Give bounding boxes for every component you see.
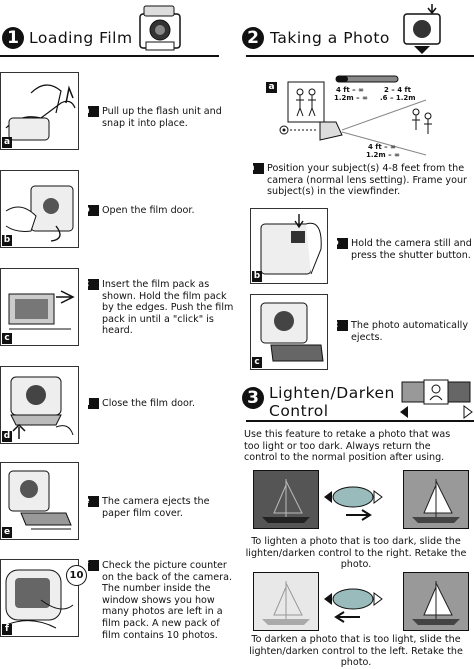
caption-lighten: To lighten a photo that is too dark, sli… [245, 536, 467, 571]
section-1-number: 1 [2, 27, 24, 49]
load-step-c-text: Insert the film pack as shown. Hold the … [102, 279, 234, 337]
load-step-e-text: The camera ejects the paper film cover. [102, 496, 210, 519]
eject-letter-c: c [252, 357, 262, 368]
camera-header-icon [139, 5, 181, 51]
section-2-rule [246, 55, 474, 57]
section-3-title-line2: Control [269, 402, 329, 420]
step-badge-c: c [84, 279, 99, 290]
shutter-letter-b: b [252, 271, 262, 282]
step-badge-b: b [83, 205, 99, 216]
range-far-bottom: 1.2m – ∞ [334, 94, 368, 102]
step-badge-e: e [83, 496, 99, 507]
photo-step-badge-a: a [248, 163, 264, 174]
load-step-f-text: Check the picture counter on the back of… [102, 560, 233, 641]
illustration-letter-b: b [2, 235, 12, 246]
photo-too-light [253, 572, 319, 631]
section-1-title: Loading Film [29, 29, 133, 47]
camera-shutter-header-icon [403, 4, 441, 54]
illustration-step-c: c [0, 268, 79, 346]
picture-counter-badge: 10 [66, 565, 87, 586]
photo-step-badge-c: c [333, 320, 348, 331]
photo-step-b-text: Hold the camera still and press the shut… [351, 238, 472, 261]
illustration-shutter-press: b [250, 208, 328, 284]
section-3-title-line1: Lighten/Darken [269, 384, 395, 402]
section-2-title: Taking a Photo [270, 29, 390, 47]
range-near-bottom: .6 – 1.2m [380, 94, 416, 102]
caption-darken: To darken a photo that is too light, sli… [249, 634, 463, 669]
diagram-letter-a: a [266, 82, 277, 93]
load-step-a-text: Pull up the flash unit and snap it into … [102, 106, 222, 129]
lighten-darken-intro: Use this feature to retake a photo that … [244, 429, 451, 464]
range-near-top: 2 – 4 ft [384, 86, 411, 94]
illustration-step-a: a [0, 72, 79, 150]
section-3-number: 3 [242, 387, 264, 409]
photo-corrected-light [403, 470, 469, 529]
illustration-step-b: b [0, 170, 79, 248]
illustration-step-e: e [0, 462, 79, 540]
range-lower-bottom: 1.2m – ∞ [366, 151, 400, 159]
step-badge-a: a [83, 106, 99, 117]
illustration-letter-e: e [2, 527, 12, 538]
section-1-rule [0, 55, 219, 57]
range-far-top: 4 ft – ∞ [336, 86, 364, 94]
slider-right-icon [324, 486, 383, 521]
illustration-letter-c: c [2, 333, 12, 344]
section-3-rule [246, 420, 474, 422]
photo-step-c-text: The photo automatically ejects. [351, 320, 469, 343]
illustration-letter-d: d [2, 431, 12, 442]
illustration-letter-f: f [2, 624, 12, 635]
photo-step-a-text: Position your subject(s) 4-8 feet from t… [267, 163, 467, 198]
range-lower-top: 4 ft – ∞ [368, 143, 396, 151]
photo-too-dark [253, 470, 319, 529]
illustration-letter-a: a [2, 137, 12, 148]
lighten-darken-icon [400, 379, 473, 419]
illustration-step-d: d [0, 366, 79, 444]
illustration-step-f: f [0, 559, 79, 637]
focus-range-diagram [279, 75, 432, 156]
step-badge-f: f [85, 560, 99, 571]
load-step-b-text: Open the film door. [102, 205, 195, 216]
slider-left-icon [324, 588, 383, 623]
section-2-number: 2 [242, 27, 264, 49]
photo-corrected-dark [403, 572, 469, 631]
step-badge-d: d [83, 398, 99, 409]
photo-step-badge-b: b [332, 238, 348, 249]
load-step-d-text: Close the film door. [102, 398, 196, 409]
illustration-photo-eject: c [250, 294, 328, 370]
